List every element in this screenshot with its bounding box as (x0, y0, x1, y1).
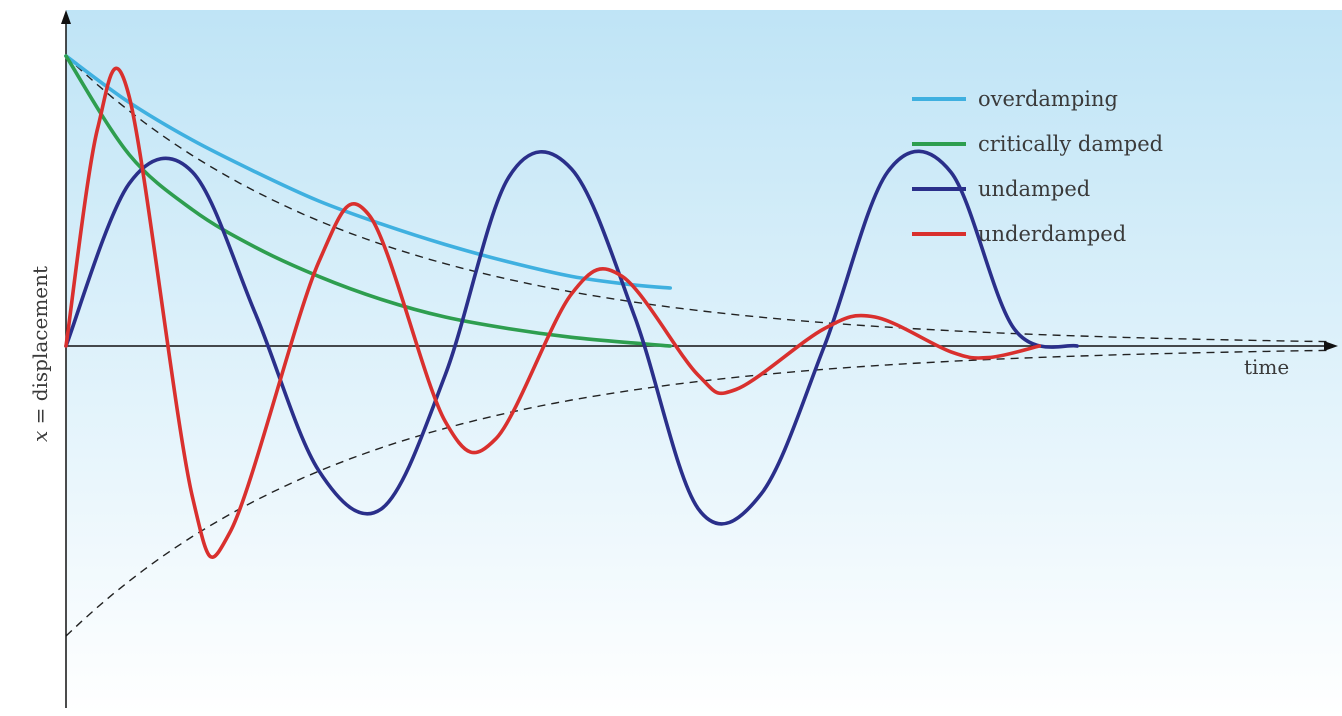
series-line-overdamping (64, 54, 672, 290)
y-axis-arrow (61, 10, 71, 24)
legend-label-overdamping: overdamping (978, 86, 1118, 111)
legend-item-overdamping: overdamping (912, 76, 1163, 121)
y-axis-label: x = displacement (28, 266, 52, 442)
series-line-underdamped (64, 66, 1042, 559)
axes-layer (61, 10, 1338, 708)
envelope-upper (65, 55, 1331, 343)
y-axis-variable: x (28, 430, 52, 443)
x-axis-label: time (1244, 355, 1290, 379)
legend-item-underdamped: underdamped (912, 211, 1163, 256)
legend-label-undamped: undamped (978, 176, 1091, 201)
plot-background (66, 10, 1342, 716)
legend-swatch-critically-damped (912, 141, 966, 146)
series-layer (64, 54, 1079, 559)
chart-legend: overdamping critically damped undamped u… (912, 76, 1163, 256)
envelope-lower (65, 349, 1331, 637)
series-line-undamped (64, 149, 1079, 526)
series-line-critically-damped (64, 54, 672, 348)
legend-label-critically-damped: critically damped (978, 131, 1164, 156)
legend-label-underdamped: underdamped (978, 221, 1127, 246)
legend-item-undamped: undamped (912, 166, 1163, 211)
x-axis-arrow (1324, 341, 1338, 351)
legend-swatch-undamped (912, 186, 966, 191)
legend-item-critically-damped: critically damped (912, 121, 1163, 166)
legend-swatch-overdamping (912, 96, 966, 101)
y-axis-label-text: = displacement (28, 265, 52, 431)
legend-swatch-underdamped (912, 231, 966, 236)
envelope-layer (65, 55, 1331, 637)
